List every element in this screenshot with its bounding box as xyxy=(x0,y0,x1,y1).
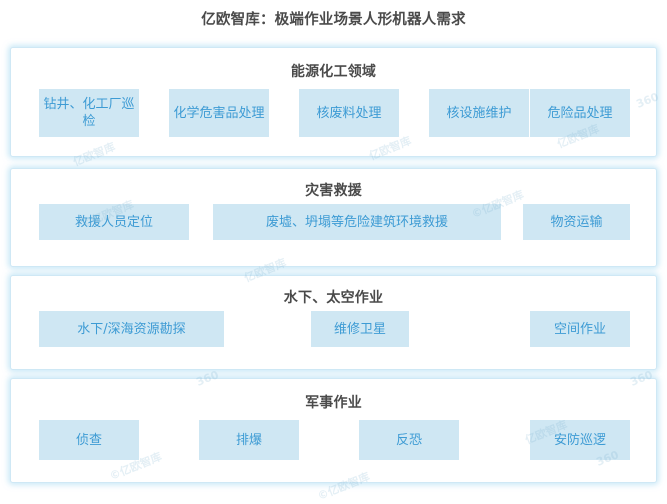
section-items-row: 水下/深海资源勘探 维修卫星 空间作业 xyxy=(11,307,656,347)
scenario-chip[interactable]: 核设施维护 xyxy=(429,89,529,137)
section-card-underwater-space: 水下、太空作业 水下/深海资源勘探 维修卫星 空间作业 xyxy=(10,275,657,370)
section-heading: 灾害救援 xyxy=(305,183,362,199)
scenario-chip[interactable]: 物资运输 xyxy=(523,204,630,240)
infographic-page: 亿欧智库：极端作业场景人形机器人需求 能源化工领域 钻井、化工厂巡检 化学危害品… xyxy=(10,12,661,503)
scenario-chip[interactable]: 救援人员定位 xyxy=(39,204,189,240)
scenario-chip[interactable]: 侦查 xyxy=(39,420,139,460)
scenario-chip[interactable]: 反恐 xyxy=(359,420,459,460)
scenario-chip[interactable]: 钻井、化工厂巡检 xyxy=(39,89,139,137)
scenario-chip[interactable]: 核废料处理 xyxy=(299,89,399,137)
scenario-chip[interactable]: 排爆 xyxy=(199,420,299,460)
scenario-chip[interactable]: 危险品处理 xyxy=(530,89,630,137)
scenario-chip[interactable]: 废墟、坍塌等危险建筑环境救援 xyxy=(213,204,501,240)
section-heading: 水下、太空作业 xyxy=(283,290,384,306)
section-heading: 能源化工领域 xyxy=(290,64,377,80)
scenario-chip[interactable]: 水下/深海资源勘探 xyxy=(39,311,224,347)
section-items-row: 钻井、化工厂巡检 化学危害品处理 核废料处理 核设施维护 危险品处理 xyxy=(11,81,656,137)
page-title: 亿欧智库：极端作业场景人形机器人需求 xyxy=(201,12,466,28)
section-card-disaster-rescue: 灾害救援 救援人员定位 废墟、坍塌等危险建筑环境救援 物资运输 xyxy=(10,168,657,267)
scenario-chip[interactable]: 安防巡逻 xyxy=(530,420,630,460)
section-card-military: 军事作业 侦查 排爆 反恐 安防巡逻 xyxy=(10,378,657,483)
scenario-chip[interactable]: 化学危害品处理 xyxy=(169,89,269,137)
section-items-row: 救援人员定位 废墟、坍塌等危险建筑环境救援 物资运输 xyxy=(11,200,656,240)
section-card-energy-chemical: 能源化工领域 钻井、化工厂巡检 化学危害品处理 核废料处理 核设施维护 危险品处… xyxy=(10,47,657,157)
section-heading: 军事作业 xyxy=(305,395,362,411)
scenario-chip[interactable]: 维修卫星 xyxy=(311,311,409,347)
scenario-chip[interactable]: 空间作业 xyxy=(530,311,630,347)
section-items-row: 侦查 排爆 反恐 安防巡逻 xyxy=(11,412,656,468)
